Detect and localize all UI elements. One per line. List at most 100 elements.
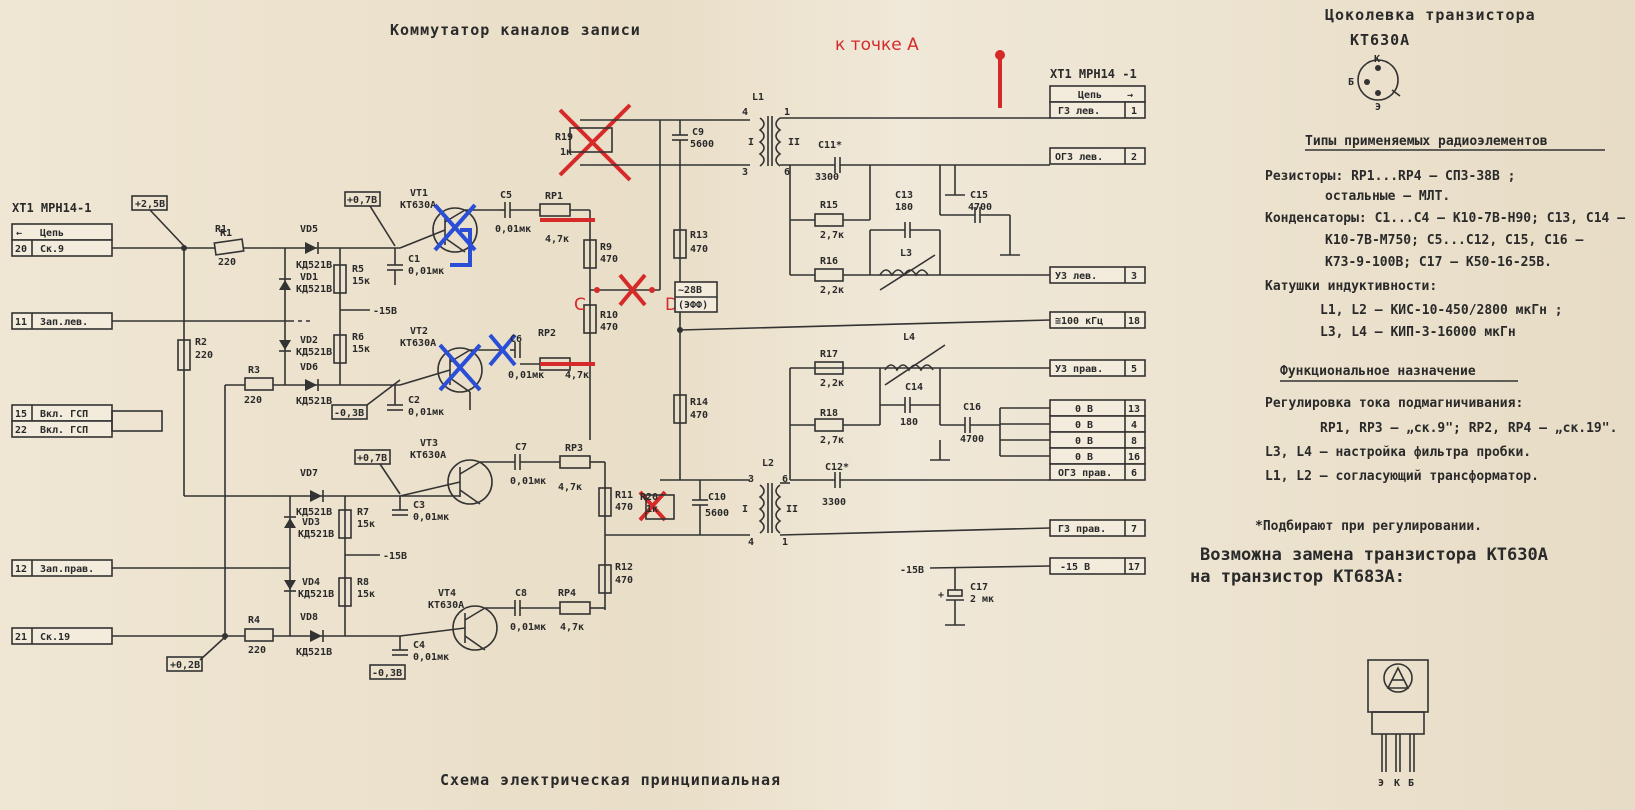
cap-val: 3300 (815, 172, 839, 183)
diode-val: КД521В (296, 507, 332, 518)
annotation-point-a: к точке А (835, 35, 919, 55)
cap-val: 5600 (690, 139, 714, 150)
res-id: R18 (820, 408, 838, 419)
diode-val: КД521В (298, 529, 334, 540)
res-id: R8 (357, 577, 369, 588)
svg-text:←: ← (16, 228, 22, 239)
func-line: RP1, RP3 – „ск.9"; RP2, RP4 – „ск.19". (1320, 421, 1617, 436)
cap-val: 0,01мк (408, 266, 444, 277)
l-id: L1 (752, 92, 764, 103)
cap-id: C3 (413, 500, 425, 511)
rp-id: RP1 (545, 191, 563, 202)
cap-id: C5 (500, 190, 512, 201)
pinout-kt630a: Цоколевка транзистора КТ630А К Б Э (1325, 6, 1535, 113)
svg-text:I: I (748, 137, 754, 148)
res-val: 2,7к (820, 230, 844, 241)
l-id: L2 (762, 458, 774, 469)
cap-id: C8 (515, 588, 527, 599)
voltage-label: -15В (900, 565, 924, 576)
diagram-title: Коммутатор каналов записи (390, 21, 641, 39)
top-network: C5 0,01мк RP1 4,7к R9 470 R10 470 C6 0,0… (495, 120, 661, 440)
cap-val: 0,01мк (510, 476, 546, 487)
cap-id: C12* (825, 462, 849, 473)
voltage-label: +0,7В (357, 453, 387, 464)
pin-label: 0 В (1075, 436, 1093, 447)
cap-val: 180 (900, 417, 918, 428)
cap-id: C9 (692, 127, 704, 138)
res-val: 470 (615, 575, 633, 586)
res-id: R10 (600, 310, 618, 321)
res-val: 470 (690, 410, 708, 421)
pin-label: У3 прав. (1055, 364, 1103, 375)
svg-text:3: 3 (748, 474, 754, 485)
diode-id: VD8 (300, 612, 318, 623)
res-id: R12 (615, 562, 633, 573)
rp-id: RP4 (558, 588, 576, 599)
cap-id: C11* (818, 140, 842, 151)
res-id: R20 (640, 492, 658, 503)
types-title: Типы применяемых радиоэлементов (1305, 134, 1548, 149)
pin-num: 6 (1131, 468, 1137, 479)
replace-line-1: Возможна замена транзистора КТ630А (1200, 545, 1548, 565)
cap-val: 180 (895, 202, 913, 213)
diode-val: КД521В (298, 589, 334, 600)
res-val: 15к (352, 344, 370, 355)
rp-val: 4,7к (565, 370, 589, 381)
types-line: Конденсаторы: С1...С4 – К10-7В-Н90; С13,… (1265, 211, 1625, 226)
cap-id: C15 (970, 190, 988, 201)
pin-label: Г3 лев. (1058, 106, 1100, 117)
r1-id: R1 (215, 224, 227, 235)
types-line: остальные – МЛТ. (1325, 189, 1450, 204)
vt-id: VT4 (438, 588, 456, 599)
svg-text:I: I (742, 504, 748, 515)
pin-e: Э (1375, 102, 1381, 113)
cap-id: C17 (970, 582, 988, 593)
pin-b: Б (1408, 778, 1414, 789)
vt-val: КТ630А (410, 450, 446, 461)
pin-k: К (1394, 778, 1400, 789)
svg-text:1: 1 (784, 107, 790, 118)
cap-id: C14 (905, 382, 923, 393)
r1-value: 220 (218, 257, 236, 268)
diode-val: КД521В (296, 284, 332, 295)
res-val: 15к (357, 519, 375, 530)
res-val: 15к (357, 589, 375, 600)
diode-val: КД521В (296, 347, 332, 358)
res-val: 2,2к (820, 378, 844, 389)
pin-num: 15 (15, 409, 27, 420)
pin-num: 11 (15, 317, 27, 328)
vt-id: VT3 (420, 438, 438, 449)
pin-num: 13 (1128, 404, 1140, 415)
cap-id: C2 (408, 395, 420, 406)
pin-num: 22 (15, 425, 27, 436)
pin-num: 7 (1131, 524, 1137, 535)
pin-label: 0 В (1075, 452, 1093, 463)
r3-value: 220 (244, 395, 262, 406)
voltage-label: -15В (373, 306, 397, 317)
voltage-label: -0,3В (334, 408, 364, 419)
middle-bus: R13 470 ~28В (ЭФФ) R14 470 (673, 165, 1051, 480)
res-val: 2,2к (820, 285, 844, 296)
pin-k: К (1374, 54, 1380, 65)
vt-val: КТ630А (400, 338, 436, 349)
pin-num: 8 (1131, 436, 1137, 447)
diode-val: КД521В (296, 260, 332, 271)
pin-num: 16 (1128, 452, 1140, 463)
pin-num: 12 (15, 564, 27, 575)
red-marks (540, 55, 1002, 522)
rp-id: RP3 (565, 443, 583, 454)
pin-label: Зап.прав. (40, 564, 94, 575)
cap-val: 4700 (968, 202, 992, 213)
voltage-label: +2,5В (135, 199, 165, 210)
r2-value: 220 (195, 350, 213, 361)
pin-label: ОГ3 прав. (1058, 468, 1112, 479)
rp-id: RP2 (538, 328, 556, 339)
pin-b: Б (1348, 77, 1354, 88)
cap-val: 4700 (960, 434, 984, 445)
res-val: 1к (646, 504, 658, 515)
connector-right-name: ХТ1 МРН14 -1 (1050, 67, 1137, 81)
types-line: L3, L4 – КИП-3-16000 мкГн (1320, 325, 1516, 340)
cap-val: 0,01мк (508, 370, 544, 381)
